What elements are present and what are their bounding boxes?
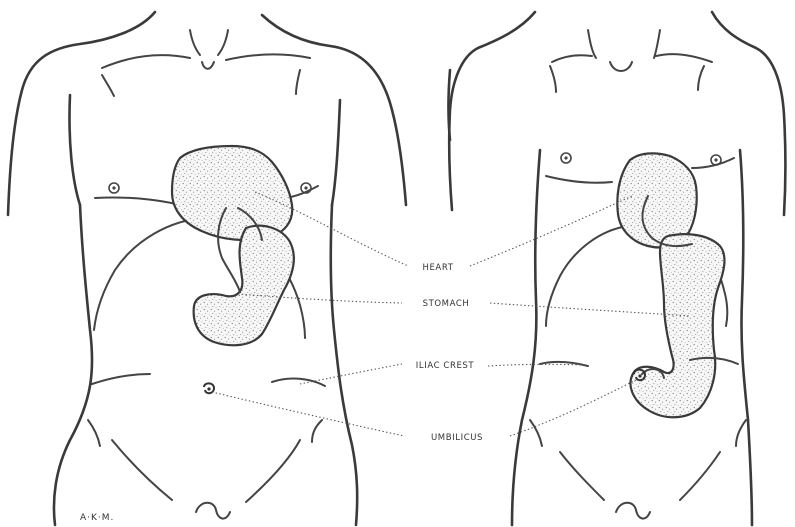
iliac-crest-leader-right	[488, 364, 584, 366]
right-torso-neck-right	[588, 30, 596, 58]
left-torso-left-flank	[331, 205, 358, 525]
left-torso-left-shoulder-outline	[262, 15, 406, 205]
stomach-leader-right	[490, 303, 690, 316]
left-torso-right-flank	[54, 205, 92, 525]
left-torso-left-arm-inner	[332, 100, 340, 205]
left-torso-right-groin	[112, 440, 172, 500]
right-torso	[449, 12, 786, 525]
left-torso-left-hip	[312, 420, 322, 442]
labels: HEART STOMACH ILIAC CREST UMBILICUS A·K·…	[80, 263, 483, 523]
left-torso-neck-left	[218, 30, 228, 55]
left-torso-left-clav-mark	[296, 70, 300, 94]
right-torso-left-groin	[680, 452, 720, 500]
right-torso-neck-notch	[610, 62, 632, 71]
left-torso-left-clavicle	[226, 54, 310, 60]
iliac-crest-label: ILIAC CREST	[416, 361, 475, 371]
left-torso-left-iliac	[272, 379, 325, 386]
left-heart	[172, 146, 292, 240]
left-stomach	[194, 226, 294, 346]
right-torso-left-flank	[740, 150, 752, 525]
right-stomach	[630, 234, 724, 417]
left-torso-right-hip	[88, 420, 100, 446]
artist-signature: A·K·M.	[80, 513, 114, 523]
right-torso-right-groin	[560, 452, 604, 500]
left-torso-neck-right	[190, 30, 200, 55]
right-torso-left-shoulder-outline	[712, 12, 786, 215]
left-torso-right-nipple	[109, 183, 119, 193]
left-torso-left-groin	[246, 440, 300, 502]
stomach-label: STOMACH	[423, 299, 470, 309]
right-torso-right-clav-mark	[550, 66, 556, 92]
right-torso-left-clavicle	[656, 54, 712, 62]
left-torso-right-costal-arch	[94, 218, 205, 330]
right-torso-right-shoulder-outline	[449, 12, 535, 210]
right-torso-right-hip	[530, 420, 542, 446]
umbilicus-label: UMBILICUS	[431, 433, 483, 443]
right-torso-chest-line	[546, 176, 612, 183]
iliac-crest-leader-left	[300, 364, 402, 384]
right-torso-left-hip	[736, 420, 746, 446]
left-torso-right-shoulder-outline	[8, 12, 155, 215]
left-torso-right-clavicle	[102, 55, 190, 68]
left-torso-neck-notch	[202, 62, 214, 69]
left-torso-right-iliac	[92, 374, 150, 384]
left-torso-right-clav-mark	[102, 75, 114, 96]
right-torso-right-nipple	[561, 153, 571, 163]
left-torso	[8, 12, 406, 525]
right-torso-left-nipple	[711, 155, 721, 165]
heart-label: HEART	[422, 263, 453, 273]
right-torso-neck-left	[654, 30, 660, 58]
left-torso-genital-hint	[196, 503, 230, 519]
right-torso-right-iliac	[540, 362, 588, 366]
left-torso-right-arm-inner	[69, 95, 80, 205]
right-torso-left-clav-mark	[698, 66, 704, 90]
right-torso-right-clavicle	[552, 55, 592, 62]
umbilicus-leader-left	[212, 392, 404, 436]
right-torso-right-flank	[512, 150, 540, 525]
right-torso-genital-hint	[616, 503, 650, 519]
